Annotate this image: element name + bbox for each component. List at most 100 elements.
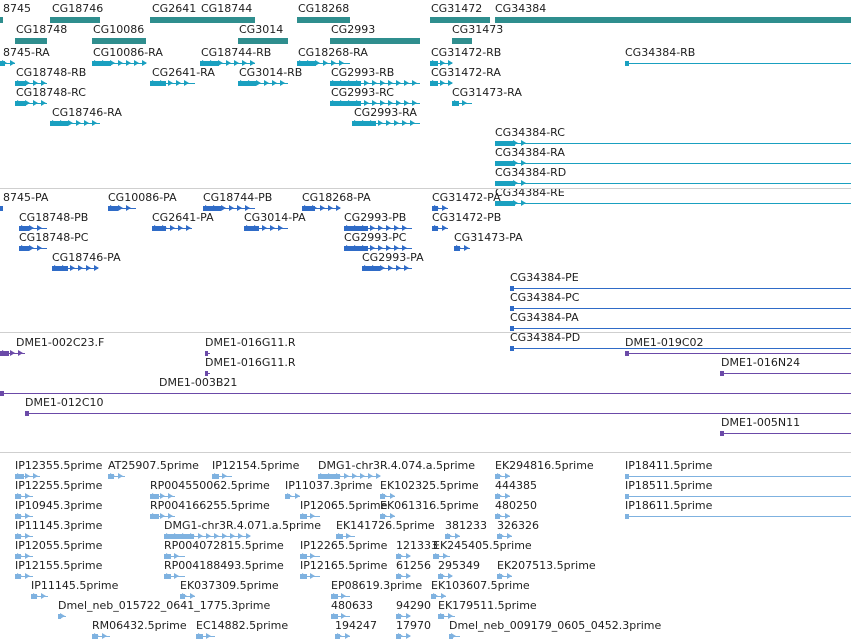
feature-label[interactable]: CG3014 xyxy=(239,23,284,36)
feature-label[interactable]: IP11037.3prime xyxy=(285,479,373,492)
feature-line[interactable] xyxy=(380,496,395,497)
feature-label[interactable]: DME1-019C02 xyxy=(625,336,704,349)
feature-line[interactable] xyxy=(445,536,460,537)
gene-bar[interactable] xyxy=(238,38,288,44)
feature-label[interactable]: CG18744-RB xyxy=(201,46,272,59)
feature-line[interactable] xyxy=(285,496,300,497)
feature-label[interactable]: EK141726.5prime xyxy=(336,519,435,532)
feature-label[interactable]: CG31472 xyxy=(431,2,483,15)
feature-line[interactable] xyxy=(495,143,851,144)
feature-label[interactable]: CG34384 xyxy=(495,2,547,15)
feature-label[interactable]: 480250 xyxy=(495,499,537,512)
feature-line[interactable] xyxy=(238,83,288,84)
feature-label[interactable]: CG34384-RD xyxy=(495,166,567,179)
feature-label[interactable]: CG18748-RC xyxy=(16,86,86,99)
feature-label[interactable]: RP004166255.5prime xyxy=(150,499,270,512)
feature-label[interactable]: DME1-016N24 xyxy=(721,356,801,369)
feature-line[interactable] xyxy=(438,616,455,617)
feature-label[interactable]: 444385 xyxy=(495,479,537,492)
feature-label[interactable]: CG10086-PA xyxy=(108,191,177,204)
feature-line[interactable] xyxy=(15,516,33,517)
feature-label[interactable]: CG18268-PA xyxy=(302,191,371,204)
feature-label[interactable]: CG34384-RA xyxy=(495,146,565,159)
feature-line[interactable] xyxy=(0,393,851,394)
feature-label[interactable]: EK207513.5prime xyxy=(497,559,596,572)
feature-line[interactable] xyxy=(318,476,380,477)
feature-label[interactable]: DME1-002C23.F xyxy=(16,336,105,349)
feature-label[interactable]: 121333 xyxy=(396,539,438,552)
feature-line[interactable] xyxy=(625,516,851,517)
feature-label[interactable]: CG2993-PC xyxy=(344,231,407,244)
gene-bar[interactable] xyxy=(430,17,490,23)
feature-label[interactable]: CG18748-PC xyxy=(19,231,89,244)
feature-label[interactable]: EK061316.5prime xyxy=(380,499,479,512)
feature-line[interactable] xyxy=(362,268,412,269)
feature-label[interactable]: DMG1-chr3R.4.071.a.5prime xyxy=(164,519,322,532)
feature-line[interactable] xyxy=(196,636,215,637)
feature-label[interactable]: EK102325.5prime xyxy=(380,479,479,492)
feature-label[interactable]: DME1-016G11.R xyxy=(205,336,296,349)
gene-bar[interactable] xyxy=(92,38,146,44)
feature-label[interactable]: CG18744-PB xyxy=(203,191,273,204)
feature-label[interactable]: IP12165.5prime xyxy=(300,559,388,572)
feature-line[interactable] xyxy=(625,476,851,477)
feature-label[interactable]: CG18746-PA xyxy=(52,251,121,264)
feature-label[interactable]: IP12355.5prime xyxy=(15,459,103,472)
feature-line[interactable] xyxy=(25,413,851,414)
feature-label[interactable]: 94290 xyxy=(396,599,431,612)
gene-bar[interactable] xyxy=(15,38,47,44)
feature-line[interactable] xyxy=(15,576,33,577)
feature-label[interactable]: CG31472-RB xyxy=(431,46,502,59)
feature-line[interactable] xyxy=(396,576,410,577)
feature-line[interactable] xyxy=(495,203,851,204)
gene-bar[interactable] xyxy=(0,17,3,23)
feature-label[interactable]: IP12265.5prime xyxy=(300,539,388,552)
feature-line[interactable] xyxy=(50,123,100,124)
feature-label[interactable]: 194247 xyxy=(335,619,377,632)
feature-label[interactable]: IP12065.5prime xyxy=(300,499,388,512)
feature-label[interactable]: 326326 xyxy=(497,519,539,532)
feature-label[interactable]: CG31472-PA xyxy=(432,191,501,204)
feature-line[interactable] xyxy=(15,103,47,104)
feature-label[interactable]: CG31472-PB xyxy=(432,211,502,224)
feature-label[interactable]: CG2993-PA xyxy=(362,251,424,264)
feature-line[interactable] xyxy=(625,353,851,354)
feature-label[interactable]: CG18268-RA xyxy=(298,46,368,59)
feature-line[interactable] xyxy=(396,636,410,637)
feature-line[interactable] xyxy=(331,616,350,617)
feature-label[interactable]: CG18746-RA xyxy=(52,106,122,119)
feature-label[interactable]: 17970 xyxy=(396,619,431,632)
feature-label[interactable]: DME1-012C10 xyxy=(25,396,104,409)
feature-line[interactable] xyxy=(335,636,350,637)
feature-label[interactable]: EK179511.5prime xyxy=(438,599,537,612)
feature-line[interactable] xyxy=(720,433,851,434)
feature-line[interactable] xyxy=(52,268,98,269)
feature-line[interactable] xyxy=(438,576,452,577)
feature-label[interactable]: IP18411.5prime xyxy=(625,459,713,472)
feature-line[interactable] xyxy=(15,83,47,84)
feature-label[interactable]: CG31472-RA xyxy=(431,66,501,79)
feature-label[interactable]: CG10086-RA xyxy=(93,46,163,59)
feature-label[interactable]: CG2993-RA xyxy=(354,106,417,119)
feature-label[interactable]: DME1-003B21 xyxy=(159,376,238,389)
feature-label[interactable]: CG2641 xyxy=(152,2,197,15)
feature-line[interactable] xyxy=(15,536,33,537)
feature-label[interactable]: CG34384-PE xyxy=(510,271,579,284)
feature-label[interactable]: Dmel_neb_009179_0605_0452.3prime xyxy=(449,619,662,632)
feature-line[interactable] xyxy=(510,288,851,289)
gene-bar[interactable] xyxy=(495,17,851,23)
feature-line[interactable] xyxy=(0,63,15,64)
feature-label[interactable]: EK245405.5prime xyxy=(433,539,532,552)
gene-bar[interactable] xyxy=(452,38,472,44)
feature-label[interactable]: IP10945.3prime xyxy=(15,499,103,512)
feature-line[interactable] xyxy=(180,596,195,597)
feature-label[interactable]: IP12255.5prime xyxy=(15,479,103,492)
feature-label[interactable]: CG2993-RB xyxy=(331,66,395,79)
feature-label[interactable]: CG31473-PA xyxy=(454,231,523,244)
feature-label[interactable]: 8745-RA xyxy=(3,46,50,59)
feature-line[interactable] xyxy=(625,496,851,497)
feature-line[interactable] xyxy=(15,556,33,557)
feature-label[interactable]: CG2993-PB xyxy=(344,211,407,224)
feature-label[interactable]: IP11145.3prime xyxy=(15,519,103,532)
feature-line[interactable] xyxy=(15,496,33,497)
